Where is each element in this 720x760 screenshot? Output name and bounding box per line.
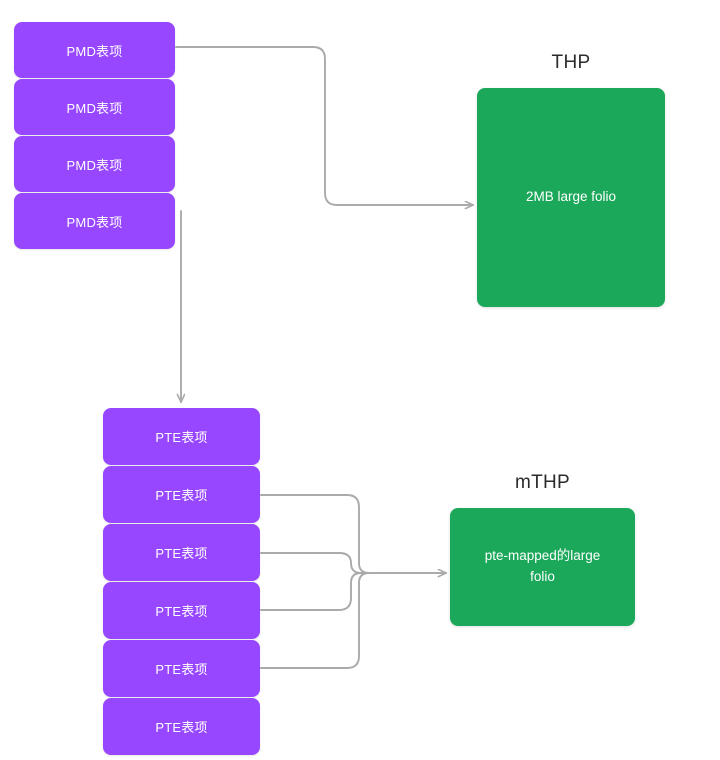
thp-folio-text: 2MB large folio <box>525 189 617 205</box>
pmd-page-table: PMD表项 PMD表项 PMD表项 PMD表项 <box>14 22 175 249</box>
edge-pte5-to-mthp <box>260 572 447 669</box>
mthp-folio-text-line2: folio <box>530 569 555 584</box>
edge-pte4-to-mthp <box>260 572 447 611</box>
edge-pte3-to-mthp <box>260 552 447 574</box>
pmd-entry-label: PMD表项 <box>66 157 123 173</box>
pte-entry-label: PTE表项 <box>155 546 208 561</box>
pte-page-table: PTE表项 PTE表项 PTE表项 PTE表项 PTE表项 PTE表项 <box>103 408 260 755</box>
pte-entry-label: PTE表项 <box>155 662 208 677</box>
pmd-table-entry[interactable]: PMD表项 <box>14 136 175 192</box>
pte-entry-label: PTE表项 <box>155 604 208 619</box>
pmd-table-entry[interactable]: PMD表项 <box>14 193 175 249</box>
pte-entry-label: PTE表项 <box>155 430 208 445</box>
thp-group-label: THP <box>551 52 591 73</box>
mthp-group-label: mTHP <box>514 472 571 493</box>
pmd-table-entry[interactable]: PMD表项 <box>14 22 175 78</box>
pte-table-entry[interactable]: PTE表项 <box>103 408 260 465</box>
mthp-folio-text-line1: pte-mapped的large <box>484 548 601 564</box>
pte-table-entry[interactable]: PTE表项 <box>103 582 260 639</box>
pmd-entry-label: PMD表项 <box>66 214 123 230</box>
pte-entry-label: PTE表项 <box>155 488 208 503</box>
pmd-entry-label: PMD表项 <box>66 100 123 116</box>
edge-pmd1-to-thp <box>175 46 473 205</box>
pte-table-entry[interactable]: PTE表项 <box>103 524 260 581</box>
pte-entry-label: PTE表项 <box>155 720 208 735</box>
thp-folio-box[interactable]: 2MB large folio <box>477 88 665 307</box>
pte-table-entry[interactable]: PTE表项 <box>103 466 260 523</box>
pte-table-entry[interactable]: PTE表项 <box>103 640 260 697</box>
pmd-entry-label: PMD表项 <box>66 43 123 59</box>
pmd-table-entry[interactable]: PMD表项 <box>14 79 175 135</box>
mthp-folio-text: pte-mapped的large folio <box>485 546 601 588</box>
pte-table-entry[interactable]: PTE表项 <box>103 698 260 755</box>
edge-pte2-to-mthp <box>260 494 446 573</box>
mthp-folio-box[interactable]: pte-mapped的large folio <box>450 508 635 626</box>
